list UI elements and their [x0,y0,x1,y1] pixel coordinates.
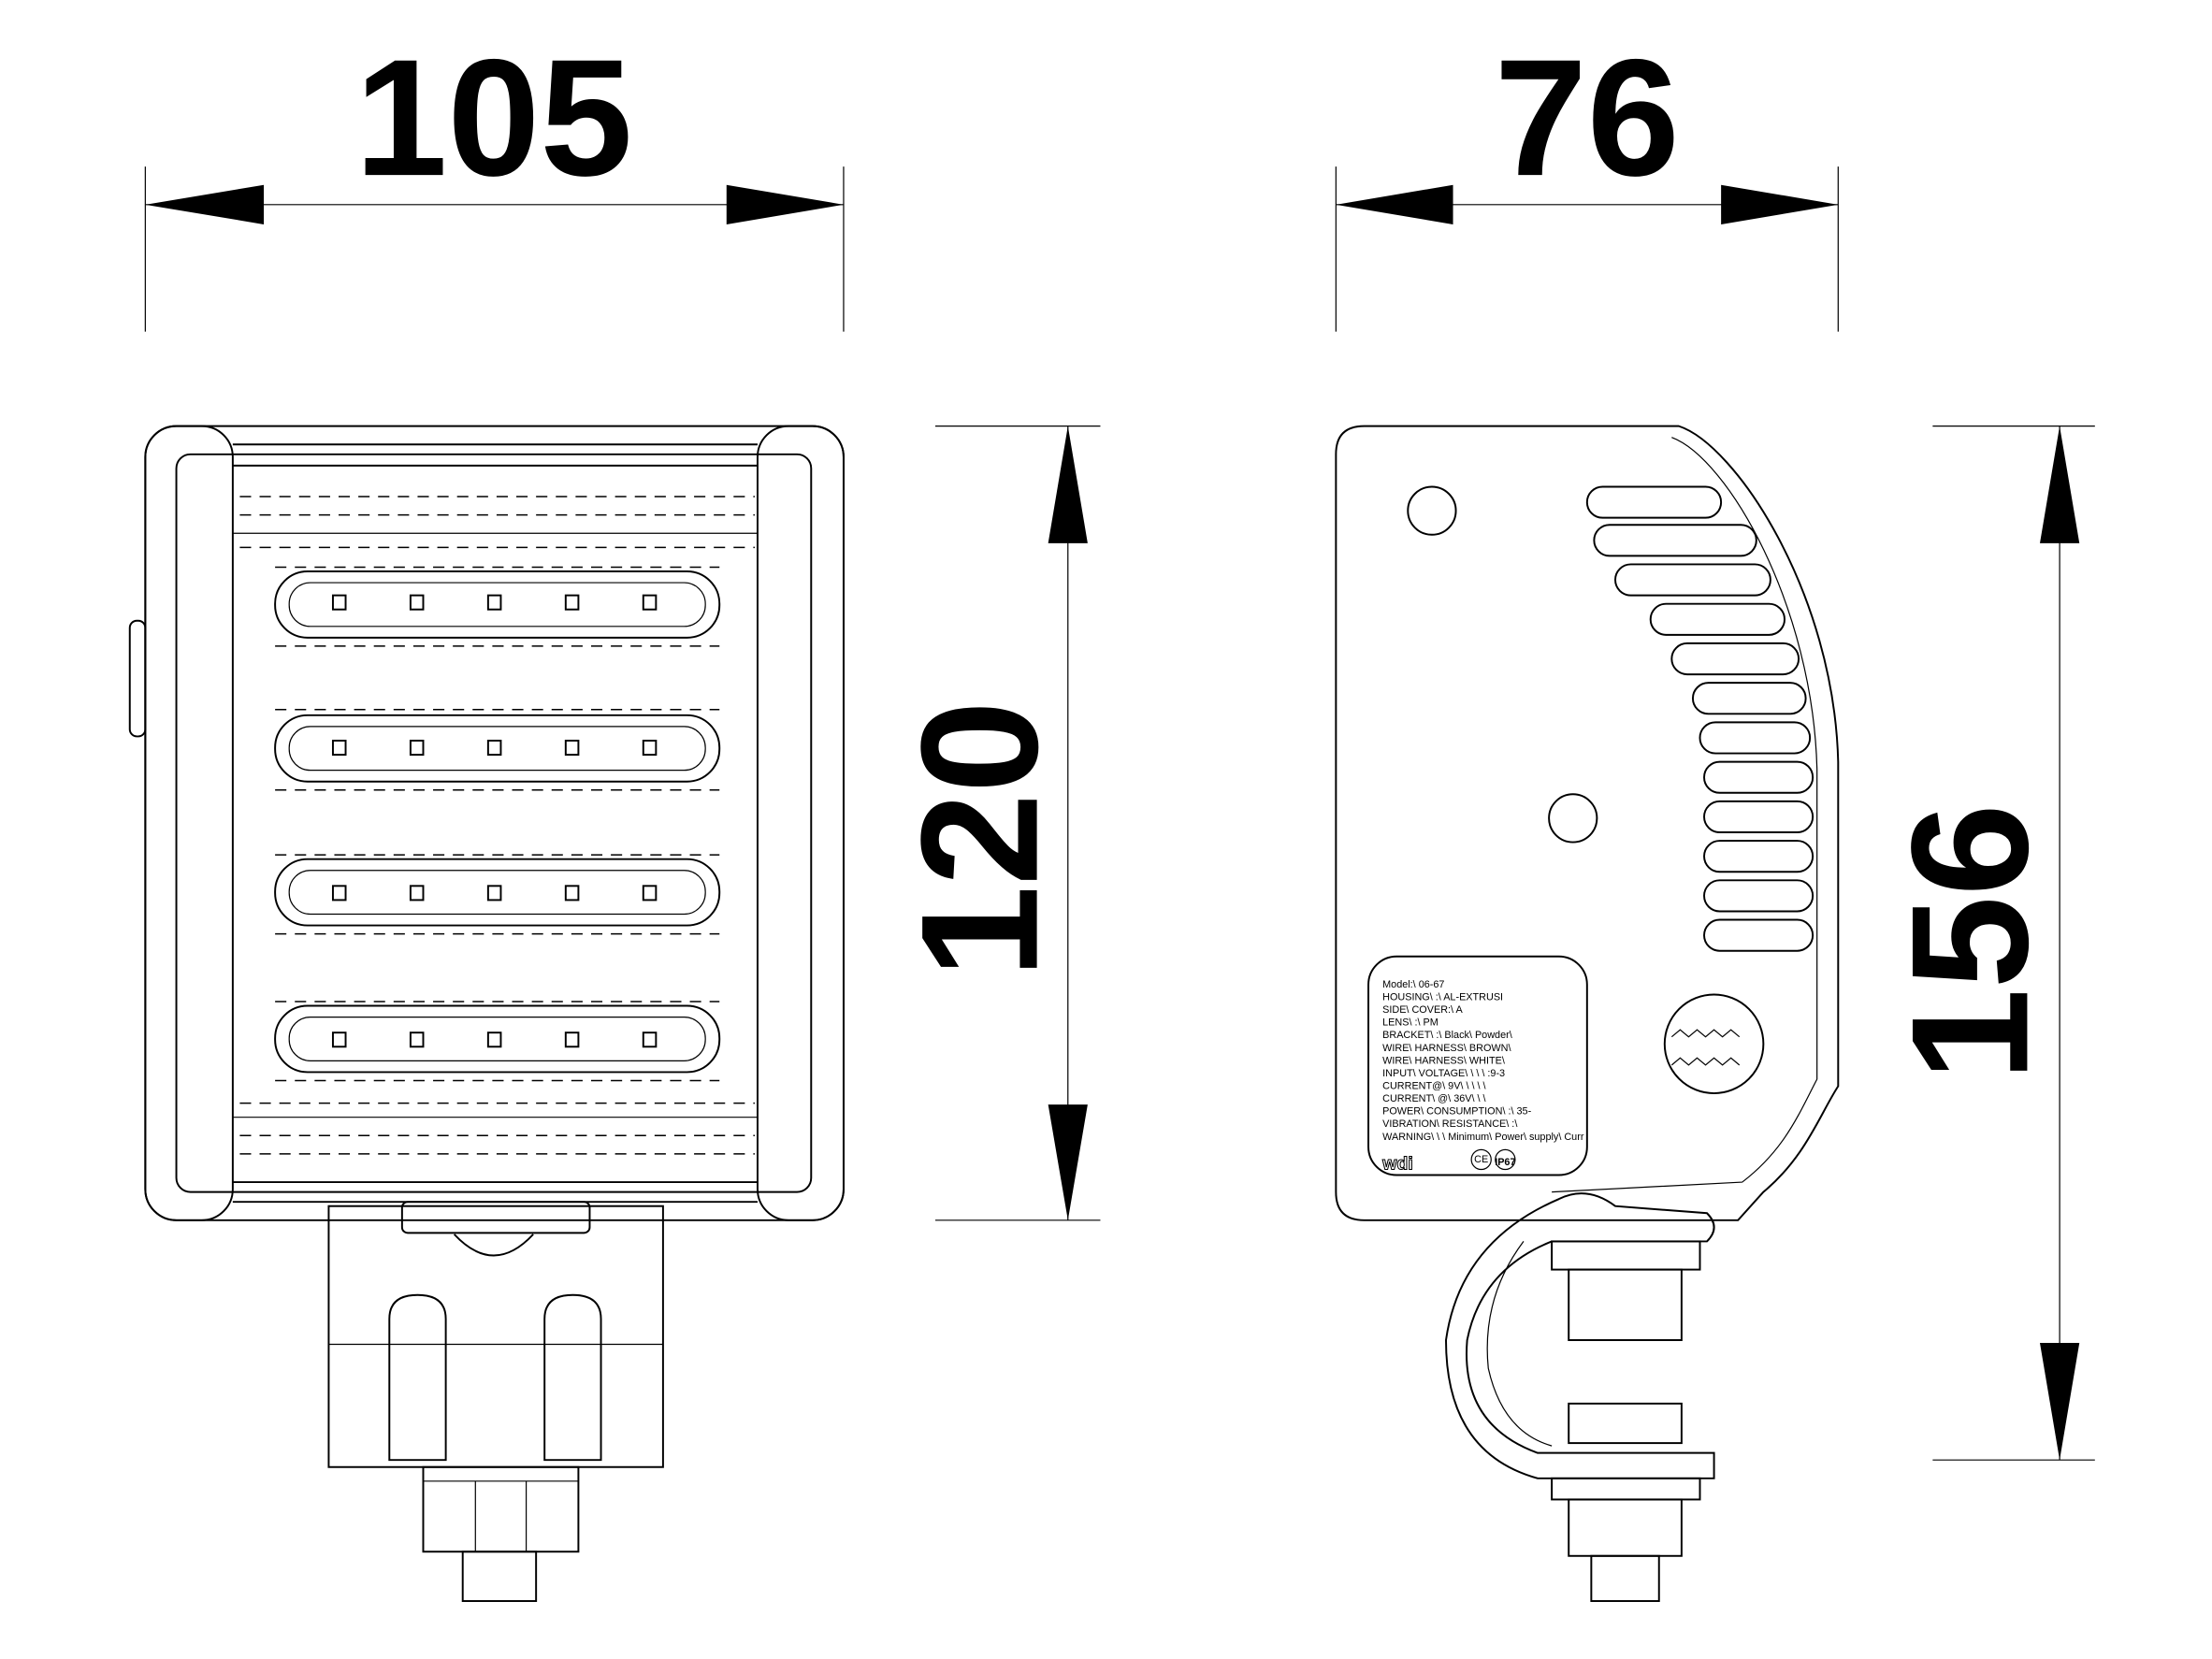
label-line: WARNING\ \ \ Minimum\ Power\ supply\ Cur… [1382,1132,1584,1143]
led-row [274,566,721,647]
mount-bracket-side [1445,1192,1715,1603]
dimension-front-height: 120 [887,426,1101,1221]
label-line: WIRE\ HARNESS\ WHITE\ [1382,1055,1506,1066]
product-label: Model:\ 06-67 HOUSING\ :\ AL-EXTRUSI SID… [1367,955,1588,1176]
label-line: INPUT\ VOLTAGE\ \ \ \ :9-3 [1382,1068,1505,1079]
label-line: BRACKET\ :\ Black\ Powder\ [1382,1030,1513,1041]
arrowhead-icon [2039,426,2080,543]
ip-rating-text: IP67 [1495,1157,1515,1168]
brand-logo: wdi [1381,1153,1413,1174]
cable-gland [1663,993,1765,1095]
dimension-label: 120 [887,700,1073,978]
arrowhead-icon [726,184,844,224]
right-end-cap [756,425,845,1221]
dimension-side-height: 156 [1876,426,2095,1461]
cooling-fins [1585,485,1814,952]
dimension-label: 156 [1876,803,2062,1081]
arrowhead-icon [2039,1343,2080,1461]
ce-mark-icon [1470,1148,1492,1171]
label-line: CURRENT\ @\ 36V\ \ \ [1382,1093,1486,1104]
led-row [274,854,721,935]
label-line: POWER\ CONSUMPTION\ :\ 35- [1382,1106,1531,1118]
side-view: Model:\ 06-67 HOUSING\ :\ AL-EXTRUSI SID… [1335,425,1840,1603]
label-line: WIRE\ HARNESS\ BROWN\ [1382,1043,1511,1054]
dimension-side-depth: 76 [1335,24,1839,332]
dimension-label: 76 [1495,24,1680,210]
led-row [274,1001,721,1082]
front-view [128,425,845,1603]
side-switch [128,619,147,738]
ip-rating-icon [1495,1148,1516,1171]
mount-bracket-front [327,1201,664,1603]
arrowhead-icon [1336,184,1453,224]
screw-hole [1548,793,1598,844]
label-line: SIDE\ COVER:\ A [1382,1004,1463,1016]
led-row [274,709,721,791]
label-line: HOUSING\ :\ AL-EXTRUSI [1382,992,1503,1003]
arrowhead-icon [145,184,265,224]
label-line: CURRENT@\ 9V\ \ \ \ \ [1382,1081,1486,1092]
arrowhead-icon [1048,426,1088,543]
label-line: Model:\ 06-67 [1382,979,1444,990]
label-line: VIBRATION\ RESISTANCE\ :\ [1382,1118,1518,1130]
ce-mark-text: CE [1474,1154,1488,1165]
arrowhead-icon [1721,184,1839,224]
label-line: LENS\ :\ PM [1382,1017,1439,1029]
screw-hole [1407,485,1457,536]
arrowhead-icon [1048,1104,1088,1220]
left-end-cap [144,425,234,1221]
dimension-label: 105 [354,24,632,210]
dimension-front-width: 105 [144,24,845,332]
